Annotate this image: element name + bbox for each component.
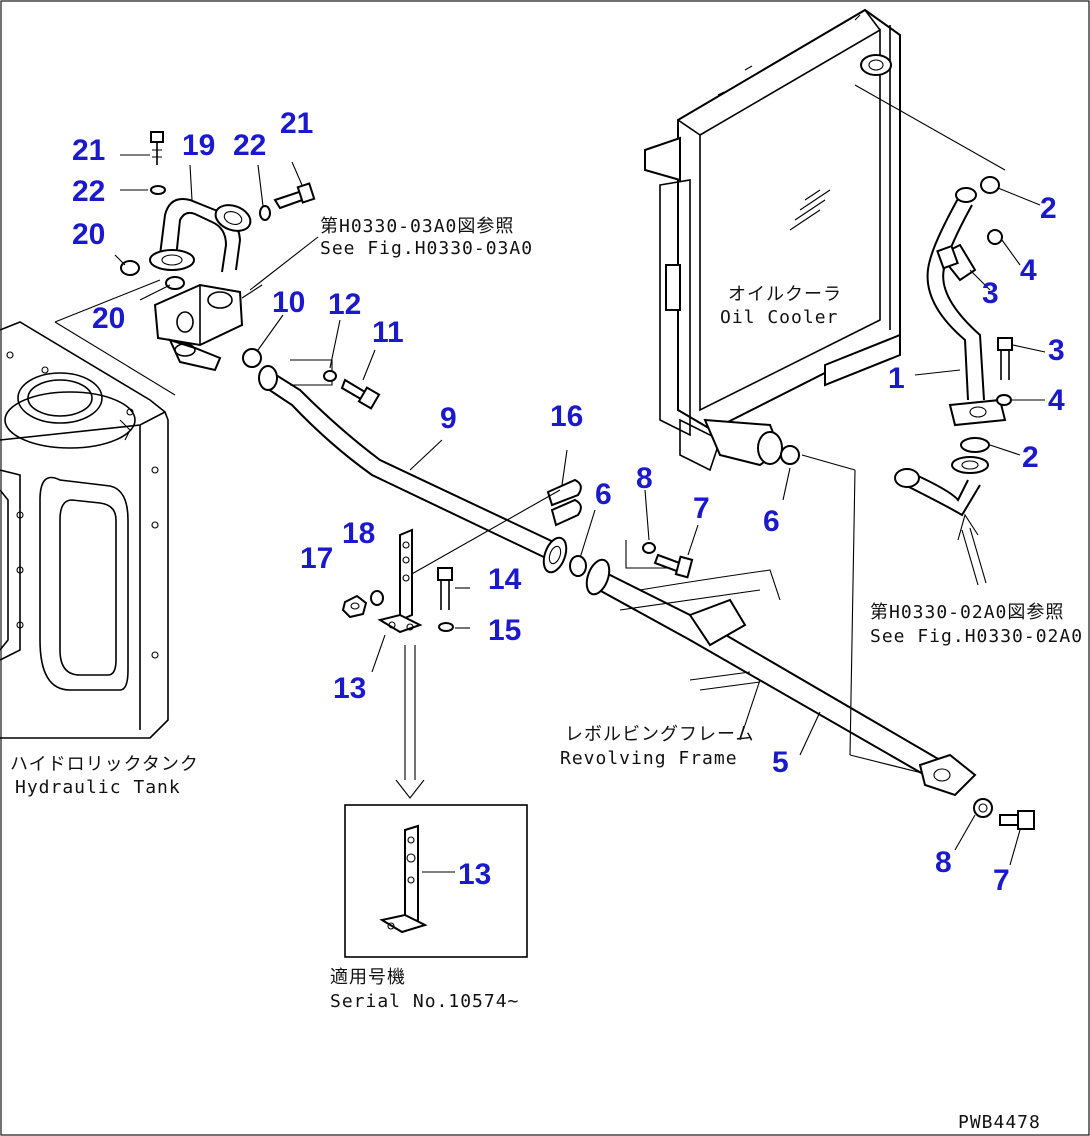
text-labels: 第H0330-03A0図参照 See Fig.H0330-03A0 オイルクーラ… (10, 216, 1083, 1133)
callout-21-b: 21 (280, 107, 313, 140)
revolving-frame-jp: レボルビングフレーム (565, 724, 754, 745)
pipe-5-assembly (569, 489, 1035, 866)
leaders-upper-left (54, 154, 303, 396)
serial-en: Serial No.10574~ (330, 991, 519, 1012)
callout-19: 19 (182, 129, 215, 162)
oil-cooler-en: Oil Cooler (720, 307, 838, 328)
callout-6-a: 6 (595, 478, 612, 511)
callout-10: 10 (272, 286, 305, 319)
callout-16: 16 (550, 400, 583, 433)
callout-5: 5 (772, 746, 789, 779)
callout-15: 15 (488, 614, 521, 647)
serial-jp: 適用号機 (330, 967, 406, 988)
callout-4-a: 4 (1020, 254, 1037, 287)
callout-7-a: 7 (693, 492, 710, 525)
callout-2-a: 2 (1040, 192, 1057, 225)
hydraulic-tank (0, 321, 169, 739)
callout-6-b: 6 (763, 505, 780, 538)
callout-22-a: 22 (233, 129, 266, 162)
callout-1: 1 (888, 362, 905, 395)
callout-18: 18 (342, 517, 375, 550)
callout-14: 14 (488, 563, 522, 596)
revolving-frame-en: Revolving Frame (560, 748, 738, 769)
callout-8-b: 8 (935, 846, 952, 879)
callout-9: 9 (440, 402, 457, 435)
callout-2-b: 2 (1022, 441, 1039, 474)
oil-cooler (644, 8, 1006, 776)
callout-7-b: 7 (993, 864, 1010, 897)
oil-cooler-jp: オイルクーラ (728, 284, 842, 305)
callout-8-a: 8 (636, 462, 653, 495)
pipe-9 (258, 359, 582, 574)
callout-13-a: 13 (333, 672, 366, 705)
see-fig-a-jp: 第H0330-03A0図参照 (320, 216, 514, 237)
bracket-13 (341, 528, 470, 799)
callout-11: 11 (372, 316, 404, 349)
see-fig-a-en: See Fig.H0330-03A0 (320, 238, 533, 259)
see-fig-b-en: See Fig.H0330-02A0 (870, 626, 1083, 647)
leaders-middle (329, 319, 596, 576)
inset-serial-detail (344, 804, 528, 958)
drawing-code: PWB4478 (958, 1112, 1041, 1133)
callout-22-b: 22 (72, 175, 105, 208)
callout-numbers: 21 19 22 21 22 20 20 10 12 11 9 16 6 8 7… (72, 107, 1065, 897)
pipe-1-assembly (894, 176, 1046, 586)
callout-3-a: 3 (982, 277, 999, 310)
callout-12: 12 (328, 288, 361, 321)
callout-17: 17 (300, 542, 333, 575)
callout-21-a: 21 (72, 134, 105, 167)
callout-4-b: 4 (1048, 384, 1065, 417)
hydraulic-tank-en: Hydraulic Tank (15, 777, 181, 798)
callout-20-b: 20 (92, 302, 125, 335)
see-fig-b-jp: 第H0330-02A0図参照 (870, 602, 1064, 623)
callout-13-b: 13 (458, 858, 491, 891)
tank-outlet-fittings (120, 131, 319, 372)
callout-3-b: 3 (1048, 334, 1065, 367)
callout-20-a: 20 (72, 218, 105, 251)
hydraulic-tank-jp: ハイドロリックタンク (10, 754, 199, 775)
